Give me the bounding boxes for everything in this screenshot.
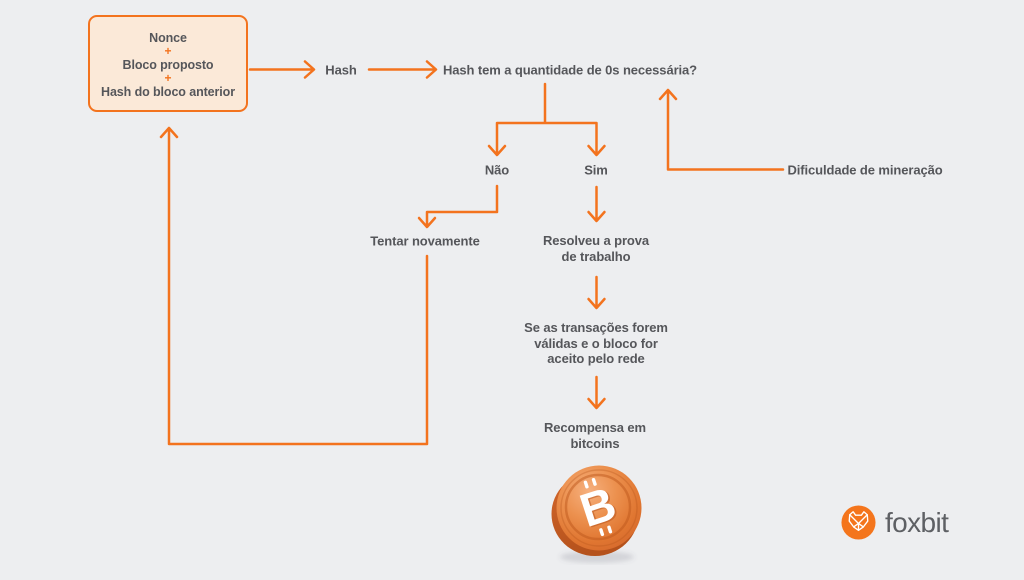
input-box-previous-hash: Hash do bloco anterior [101,84,235,99]
input-box: Nonce + Bloco proposto + Hash do bloco a… [88,15,248,112]
bitcoin-coin-icon: B B [551,465,642,563]
node-retry: Tentar novamente [370,233,480,249]
node-reward: Recompensa em bitcoins [544,420,646,451]
arrow-difficulty-to-question [658,88,785,171]
node-proof-of-work: Resolveu a prova de trabalho [543,233,649,264]
node-reward-line: Recompensa em [543,420,647,435]
arrow-box-to-hash [248,60,316,79]
arrow-yes-to-proof [587,185,606,223]
arrow-validation-to-reward [587,375,606,410]
node-difficulty: Dificuldade de mineração [787,162,943,178]
plus-icon: + [164,43,172,58]
node-validation: Se as transações forem válidas e o bloco… [524,320,668,367]
foxbit-logo: foxbit [840,504,949,541]
node-reward-line: bitcoins [570,435,620,451]
arrow-hash-to-question [367,60,438,79]
node-proof-line: Resolveu a prova [542,233,650,248]
node-validation-line: válidas e o bloco for [534,335,658,351]
plus-icon: + [164,70,172,85]
node-no: Não [484,162,510,178]
node-yes: Sim [584,162,608,178]
foxbit-fox-icon [841,505,876,540]
foxbit-logo-text: foxbit [885,506,949,538]
arrow-no-to-retry [417,184,499,229]
input-box-proposed-block: Bloco proposto [122,57,214,72]
arrow-proof-to-validation [587,275,606,310]
node-validation-line: aceito pelo rede [547,351,645,366]
node-question: Hash tem a quantidade de 0s necessária? [442,62,698,78]
connector-retry-loop [159,126,429,446]
connector-question-branch [487,82,606,157]
node-validation-line: Se as transações forem [524,320,668,335]
node-proof-line: de trabalho [561,248,631,264]
input-box-nonce: Nonce [149,30,187,45]
node-hash: Hash [325,62,357,78]
